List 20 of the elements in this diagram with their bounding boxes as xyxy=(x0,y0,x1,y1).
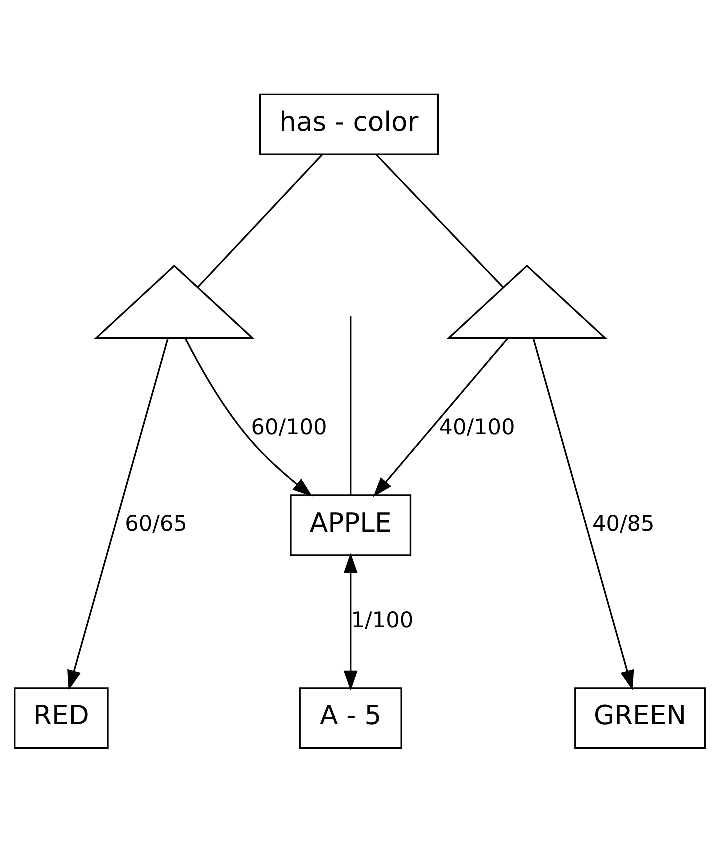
arrow xyxy=(373,338,508,497)
edge-label: 40/85 xyxy=(592,512,655,537)
arrow xyxy=(184,338,313,496)
node-triangle xyxy=(446,264,608,339)
arrow xyxy=(532,338,634,690)
connector xyxy=(376,153,504,288)
node-box: A - 5 xyxy=(299,687,402,749)
node-triangle xyxy=(94,264,255,339)
edge-label: 1/100 xyxy=(351,608,414,634)
edge-label: 60/100 xyxy=(251,415,328,440)
node-box: has - color xyxy=(259,93,439,155)
connector xyxy=(197,153,324,288)
arrow xyxy=(344,552,358,690)
node-box: GREEN xyxy=(574,687,706,749)
node-box: RED xyxy=(14,687,109,749)
arrow xyxy=(68,338,169,690)
connector xyxy=(350,316,352,495)
edge-label: 40/100 xyxy=(439,415,516,440)
node-box: APPLE xyxy=(290,494,412,556)
edge-label: 60/65 xyxy=(125,512,188,537)
